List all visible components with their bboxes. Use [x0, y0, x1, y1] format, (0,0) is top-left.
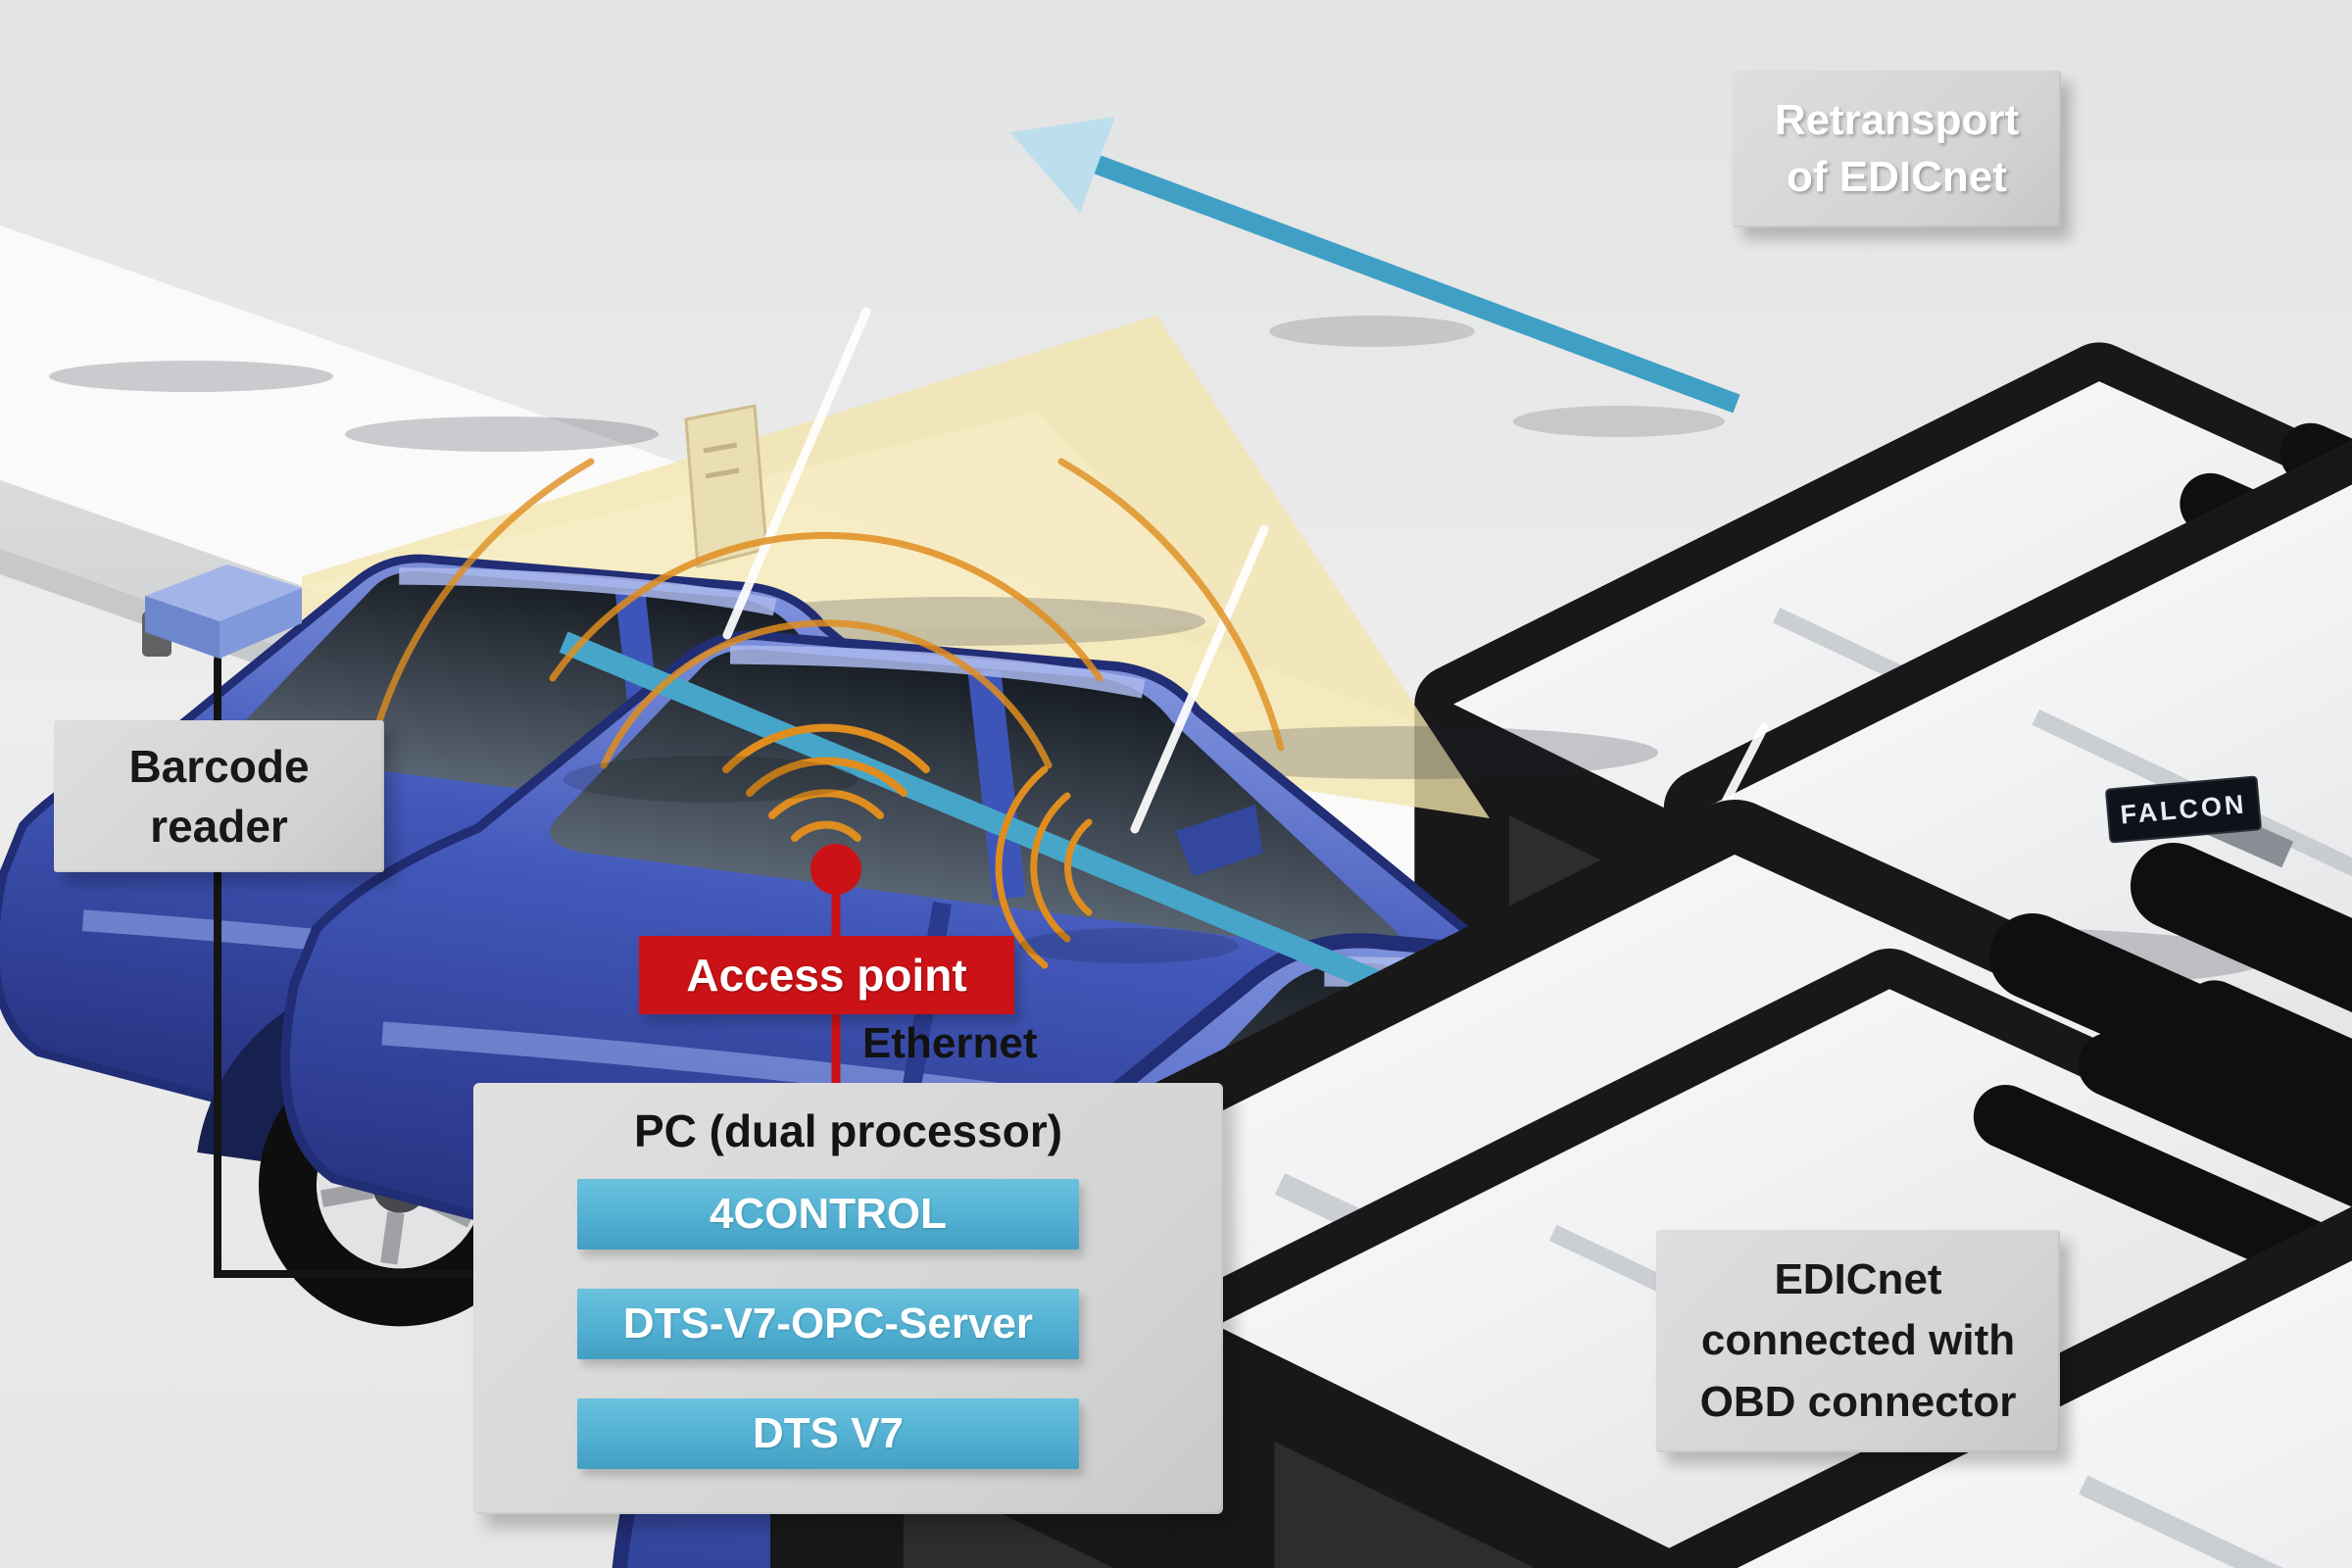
- access-point-wifi-icon: [722, 723, 930, 842]
- retransport-arrow: [1010, 117, 1740, 414]
- software-bar-4control: 4CONTROL: [577, 1179, 1079, 1250]
- edicnet-obd-label-line1: EDICnet: [1774, 1254, 1942, 1303]
- retransport-label-line1: Retransport: [1774, 95, 2020, 144]
- barcode-reader-label-line2: reader: [150, 800, 288, 852]
- module-shadow: [1513, 406, 1725, 437]
- ethernet-label: Ethernet: [862, 1019, 1038, 1067]
- pc-box: PC (dual processor) 4CONTROL DTS-V7-OPC-…: [473, 1083, 1223, 1514]
- barcode-reader-label-line1: Barcode: [128, 740, 310, 792]
- edicnet-obd-label-line3: OBD connector: [1699, 1377, 2017, 1426]
- barcode-reader-label: Barcode reader: [54, 720, 384, 872]
- module-shadow: [1269, 316, 1475, 347]
- module-2-signal-icon: [995, 765, 1093, 969]
- retransport-label: Retransport of EDICnet: [1733, 71, 2061, 227]
- software-bar-dts-opc-server: DTS-V7-OPC-Server: [577, 1289, 1079, 1359]
- edicnet-obd-label: EDICnet connected with OBD connector: [1656, 1230, 2060, 1452]
- edicnet-obd-label-line2: connected with: [1700, 1316, 2016, 1365]
- retransport-label-line2: of EDICnet: [1787, 153, 2007, 201]
- obd-connector-line-1: [722, 307, 871, 640]
- software-bar-dts-v7: DTS V7: [577, 1398, 1079, 1469]
- barcode-reader-device: [145, 564, 302, 727]
- obd-connector-line-2: [1130, 524, 1269, 834]
- retransport-arrowhead: [1010, 117, 1115, 213]
- pc-title: PC (dual processor): [633, 1105, 1063, 1156]
- access-point-label: Access point: [639, 936, 1014, 1014]
